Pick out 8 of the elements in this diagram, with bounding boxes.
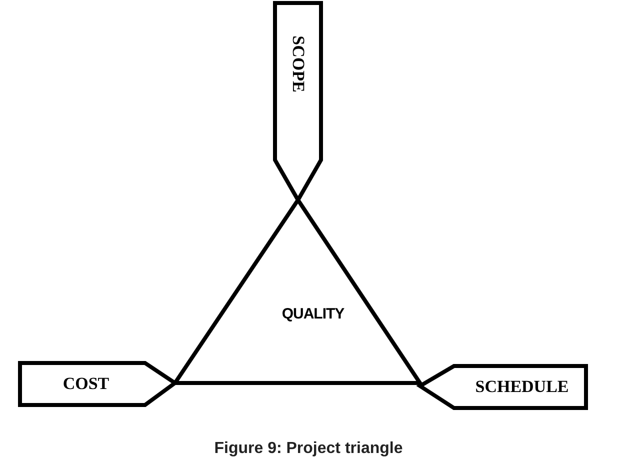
figure-caption: Figure 9: Project triangle: [213, 440, 404, 458]
pentagon-arrow: [273, 2, 323, 202]
pentagon-arrow: [416, 363, 588, 411]
pentagon-arrow: [18, 360, 178, 408]
node-label: QUALITY: [282, 306, 344, 322]
node-label: SCOPE: [288, 36, 308, 92]
node-label: SCHEDULE: [475, 377, 569, 397]
node-label: COST: [62, 374, 110, 394]
